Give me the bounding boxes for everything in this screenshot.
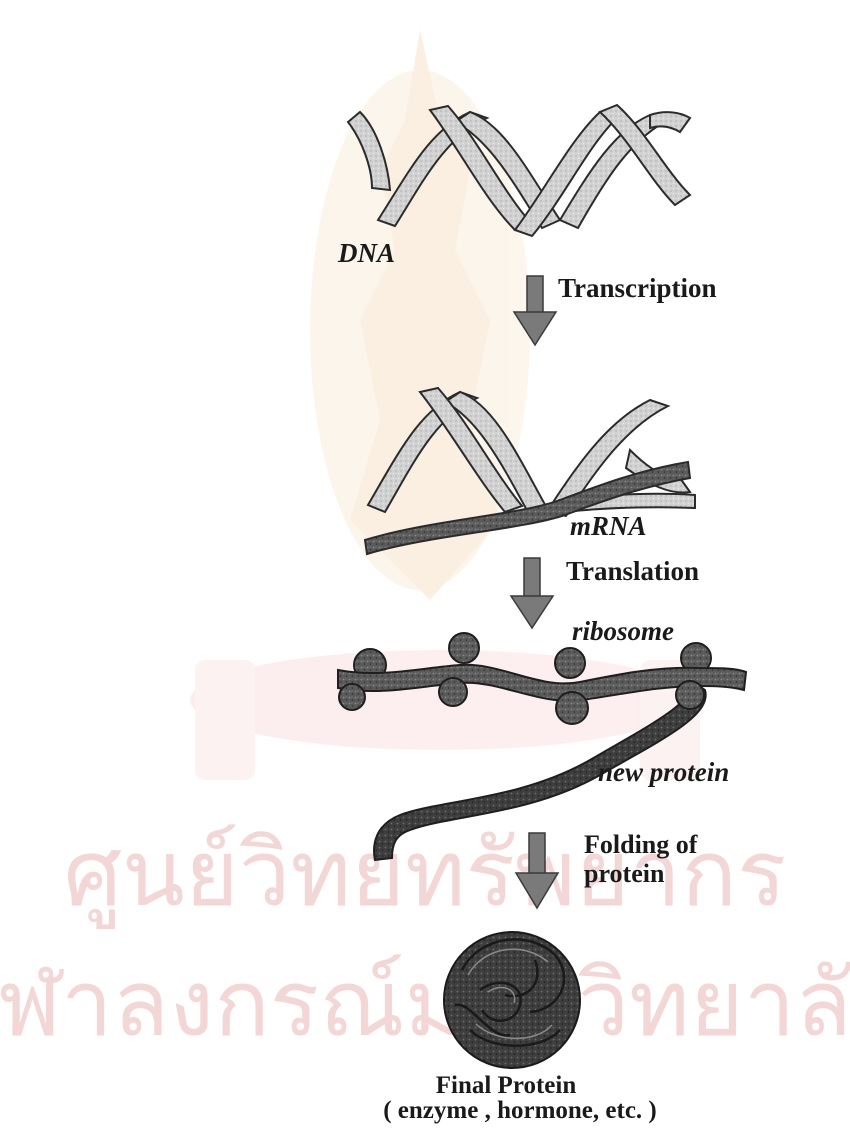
label-mrna: mRNA [570, 511, 647, 541]
label-new-protein: new protein [598, 757, 729, 787]
arrow-translation [511, 558, 553, 628]
label-dna: DNA [337, 238, 395, 268]
watermark-line-2: จุฬาลงกรณ์มหาวิทยาลัย [0, 950, 850, 1060]
label-transcription: Transcription [558, 273, 717, 303]
label-final-protein-examples: ( enzyme , hormone, etc. ) [383, 1097, 657, 1124]
label-folding-line1: Folding of [584, 830, 698, 859]
label-translation: Translation [566, 556, 699, 586]
folded-protein [444, 932, 580, 1068]
label-final-protein: Final Protein [436, 1072, 577, 1099]
label-folding-line2: protein [584, 859, 665, 888]
label-ribosome: ribosome [572, 616, 674, 646]
watermark-text: ศูนย์วิทยทรัพยากร จุฬาลงกรณ์มหาวิทยาลัย [0, 820, 850, 1060]
